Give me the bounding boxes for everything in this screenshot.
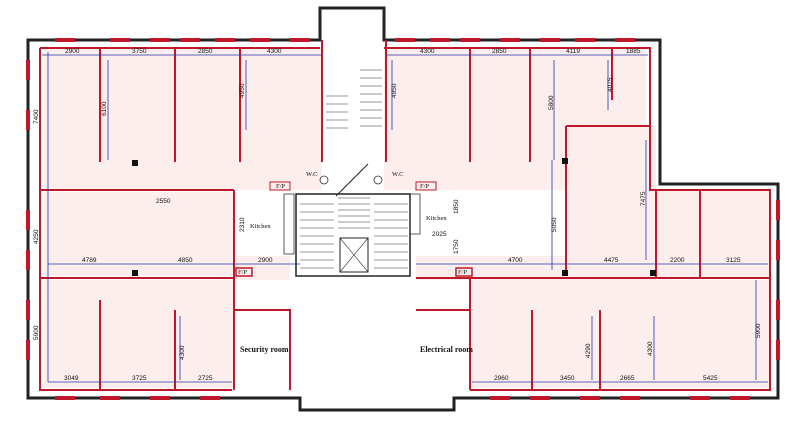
fp-label-4: F/P: [458, 269, 467, 276]
fp-label-2: F/P: [420, 183, 429, 190]
dim-mid-4: 2900: [258, 257, 273, 264]
dim-inner-12: 4300: [179, 345, 186, 360]
dim-top-6: 2850: [492, 48, 507, 55]
dim-inner-11: 1750: [453, 239, 460, 254]
fp-label-1: F/P: [276, 183, 285, 190]
window-marks: [26, 38, 780, 400]
dim-mid-2: 4789: [82, 257, 97, 264]
dim-bottom-1: 3049: [64, 375, 79, 382]
wc-left-label: W.C: [306, 171, 318, 178]
dim-top-3: 2850: [198, 48, 213, 55]
dim-top-7: 4119: [566, 48, 580, 55]
dim-inner-6: 5050: [551, 217, 558, 232]
dim-inner-5: 4075: [607, 77, 614, 92]
dim-inner-14: 4300: [647, 341, 654, 356]
dim-inner-7: 7475: [640, 191, 647, 206]
dim-inner-10: 1850: [453, 199, 460, 214]
dim-top-1: 2900: [65, 48, 80, 55]
dim-top-8: 1885: [626, 48, 641, 55]
wc-right-label: W.C: [392, 171, 404, 178]
dim-inner-1: 6100: [101, 101, 108, 116]
dim-mid-8: 2200: [670, 257, 685, 264]
dim-mid-7: 4475: [604, 257, 619, 264]
dim-bottom-7: 5425: [703, 375, 718, 382]
kitchen-left-label: Kitchen: [250, 223, 271, 230]
dim-inner-9: 2310: [239, 217, 246, 232]
dim-top-4: 4300: [267, 48, 282, 55]
security-room-label: Security room: [240, 345, 289, 354]
dim-bottom-5: 3450: [560, 375, 575, 382]
dim-mid-9: 3125: [726, 257, 741, 264]
room-fills: [44, 48, 770, 388]
dim-mid-6: 4700: [508, 257, 523, 264]
outer-walls: [26, 6, 780, 412]
fp-label-3: F/P: [238, 269, 247, 276]
kitchen-right-label: Kitchen: [426, 215, 447, 222]
dim-top-5: 4300: [420, 48, 435, 55]
dimension-lines: [42, 52, 768, 383]
fixtures: [132, 158, 656, 277]
dim-mid-1: 2550: [156, 198, 171, 205]
electrical-room-label: Electrical room: [420, 345, 473, 354]
dim-bottom-6: 2665: [620, 375, 635, 382]
dim-inner-2: 4950: [239, 83, 246, 98]
dim-mid-3: 4850: [178, 257, 193, 264]
dim-mid-5: 2025: [432, 231, 447, 238]
dim-inner-8: 5900: [755, 323, 762, 338]
dim-inner-3: 4950: [391, 83, 398, 98]
stair-core: [295, 69, 411, 277]
dim-inner-13: 4290: [585, 343, 592, 358]
dimension-labels: 2900 3750 2850 4300 4300 2850 4119 1885 …: [33, 48, 762, 382]
dim-top-2: 3750: [132, 48, 147, 55]
dim-bottom-2: 3725: [132, 375, 147, 382]
dim-left-3: 5900: [33, 325, 40, 340]
dim-inner-4: 5800: [548, 95, 555, 110]
dim-left-1: 7400: [33, 109, 40, 124]
interior-walls: [40, 40, 770, 390]
dim-bottom-4: 2960: [494, 375, 509, 382]
room-labels: Security room Electrical room Kitchen Ki…: [238, 171, 473, 354]
dim-bottom-3: 2725: [198, 375, 213, 382]
dim-left-2: 4250: [33, 229, 40, 244]
